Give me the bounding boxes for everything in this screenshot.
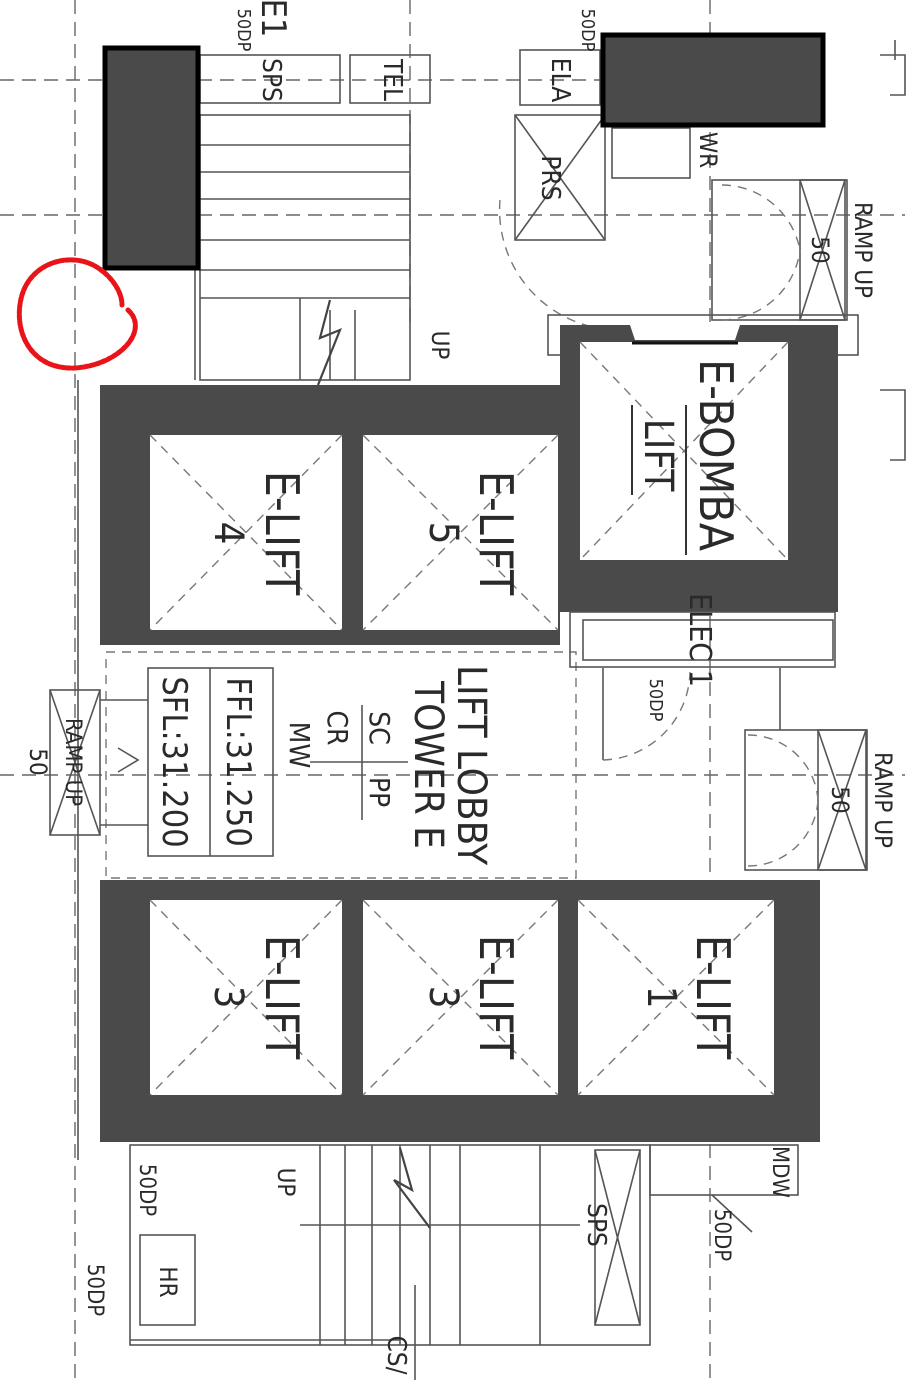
door-50dp-4: 50DP	[134, 1164, 159, 1216]
ramp-up-right-top: RAMP UP	[849, 202, 877, 298]
lift-car-e3b	[362, 899, 559, 1096]
redaction-block-left	[102, 45, 201, 271]
ramp-val-right-mid: 50	[826, 786, 854, 813]
top-zone	[199, 40, 906, 461]
door-50dp-5: 50DP	[82, 1264, 107, 1316]
lift-number-e5: 5	[420, 522, 466, 545]
ramp-up-right-mid: RAMP UP	[869, 752, 897, 848]
room-ela: ELA	[545, 58, 575, 102]
room-wr: WR	[694, 132, 722, 168]
redaction-block-right	[600, 32, 826, 128]
room-hr: HR	[154, 1266, 182, 1297]
room-sps-top: SPS	[256, 58, 286, 102]
room-elec: ELEC 1	[682, 593, 717, 687]
door-50dp-1: 50DP	[233, 9, 254, 52]
ramp-val-right-top: 50	[806, 236, 834, 263]
lift-sublabel-bomba: LIFT	[635, 419, 681, 493]
room-cs: CS/	[381, 1335, 411, 1374]
lift-number-e3b: 3	[420, 986, 466, 1009]
stair-up-top: UP	[426, 331, 454, 360]
lift-core-lower	[100, 880, 820, 1142]
lift-car-bomba	[579, 341, 789, 561]
room-prs: PRS	[535, 155, 565, 200]
labels: E-LIFT 4 E-LIFT 5 E-BOMBA LIFT E-LIFT 3 …	[24, 0, 897, 1375]
lift-number-e1: 1	[638, 986, 684, 1009]
ffl-level: FFL:31.250	[218, 677, 258, 847]
lobby-zone	[49, 611, 868, 879]
finish-cr: CR	[321, 710, 354, 745]
lift-label-e3a: E-LIFT	[255, 935, 309, 1060]
room-tel: TEL	[377, 58, 407, 101]
lift-label-e1: E-LIFT	[686, 935, 740, 1060]
lift-core-upper	[100, 325, 838, 645]
lift-number-e4: 4	[205, 522, 251, 545]
finish-mw: MW	[283, 722, 316, 769]
room-e1-top: E1	[253, 0, 293, 37]
ramp-up-left: RAMP UP	[60, 718, 85, 806]
lift-car-e4	[149, 434, 343, 631]
stair-top	[199, 114, 411, 386]
door-50dp-2: 50DP	[577, 9, 598, 52]
stair-up-bottom: UP	[272, 1168, 300, 1197]
lift-label-e3b: E-LIFT	[469, 935, 523, 1060]
lift-car-e3a	[149, 899, 343, 1096]
lift-car-e1	[577, 899, 775, 1096]
stair-bottom	[300, 1145, 580, 1345]
door-50dp-3: 50DP	[645, 679, 666, 722]
markup-circle	[16, 257, 138, 371]
lift-label-bomba: E-BOMBA	[689, 359, 743, 551]
bottom-zone	[129, 1144, 799, 1380]
room-sps-bottom: SPS	[581, 1203, 611, 1247]
lift-number-e3a: 3	[205, 986, 251, 1009]
ramp-val-left: 50	[24, 748, 52, 775]
lift-car-e5	[362, 434, 559, 631]
door-50dp-6: 50DP	[709, 1209, 734, 1261]
room-mdw: MDW	[767, 1146, 792, 1198]
lift-label-e5: E-LIFT	[469, 471, 523, 596]
lift-label-e4: E-LIFT	[255, 471, 309, 596]
lobby-title: LIFT LOBBY	[448, 665, 494, 866]
finish-pp: PP	[363, 777, 396, 807]
finish-sc: SC	[363, 711, 396, 745]
lobby-subtitle: TOWER E	[405, 680, 451, 849]
sfl-level: SFL:31.200	[154, 676, 194, 847]
